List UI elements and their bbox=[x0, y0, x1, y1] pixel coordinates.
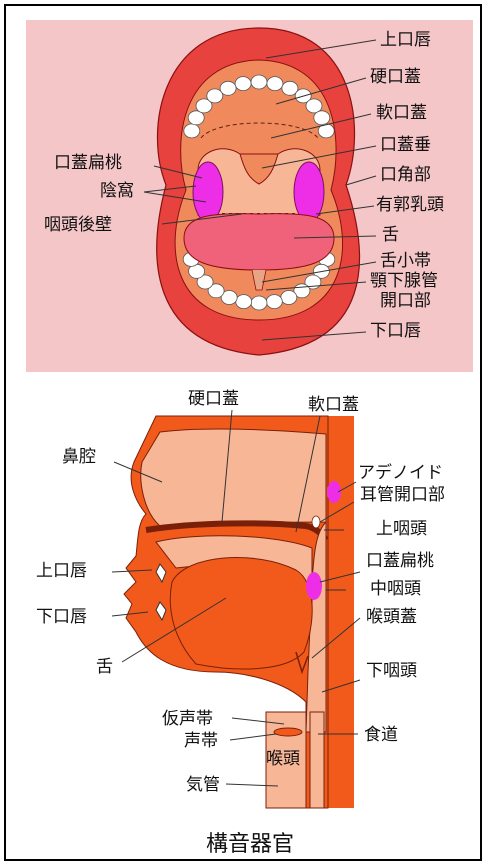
label-tongue: 舌 bbox=[382, 225, 399, 245]
left-tonsil bbox=[193, 162, 223, 222]
sagittal-diagram: 硬口蓋 軟口蓋 鼻腔 アデノイド 耳管開口部 上咽頭 上口唇 口蓋扁桃 中咽頭 … bbox=[26, 372, 473, 822]
figure-caption: 構音器官 bbox=[6, 826, 488, 858]
label-esophagus: 食道 bbox=[364, 725, 398, 745]
tongue-section bbox=[170, 558, 312, 669]
posterior-wall bbox=[328, 416, 354, 808]
label-section-soft-palate: 軟口蓋 bbox=[308, 395, 359, 415]
label-nasopharynx: 上咽頭 bbox=[376, 519, 427, 539]
label-lower-lip: 下口唇 bbox=[370, 321, 421, 341]
label-palatine-tonsil: 口蓋扁桃 bbox=[54, 153, 122, 173]
label-uvula: 口蓋垂 bbox=[380, 135, 431, 155]
right-tonsil bbox=[294, 162, 324, 222]
figure-frame: 上口唇 硬口蓋 軟口蓋 口蓋垂 口蓋扁桃 口角部 陰窩 有郭乳頭 咽頭後壁 舌 … bbox=[4, 4, 482, 861]
label-eustachian-opening: 耳管開口部 bbox=[360, 485, 445, 505]
lower-tooth bbox=[281, 291, 297, 305]
label-section-upper-lip: 上口唇 bbox=[36, 561, 87, 581]
label-section-lower-lip: 下口唇 bbox=[36, 607, 87, 627]
nasal-cavity-shape bbox=[141, 429, 326, 526]
esophagus-shape bbox=[310, 712, 324, 808]
label-hypopharynx: 下咽頭 bbox=[366, 661, 417, 681]
upper-tooth bbox=[235, 77, 251, 91]
mouth-view-panel: 上口唇 硬口蓋 軟口蓋 口蓋垂 口蓋扁桃 口角部 陰窩 有郭乳頭 咽頭後壁 舌 … bbox=[26, 20, 473, 372]
eustachian-opening-shape bbox=[312, 516, 320, 528]
label-section-palatine-tonsil: 口蓋扁桃 bbox=[366, 551, 434, 571]
palatine-tonsil-shape bbox=[306, 572, 322, 600]
label-nasal-cavity: 鼻腔 bbox=[62, 447, 96, 467]
tongue-shape bbox=[184, 214, 334, 270]
mouth-diagram: 上口唇 硬口蓋 軟口蓋 口蓋垂 口蓋扁桃 口角部 陰窩 有郭乳頭 咽頭後壁 舌 … bbox=[26, 20, 473, 372]
lower-tooth bbox=[236, 295, 252, 309]
label-section-hard-palate: 硬口蓋 bbox=[188, 389, 239, 409]
lower-tooth bbox=[251, 296, 267, 310]
label-soft-palate: 軟口蓋 bbox=[376, 103, 427, 123]
label-mouth-corner: 口角部 bbox=[380, 165, 431, 185]
label-oropharynx: 中咽頭 bbox=[370, 579, 421, 599]
upper-tooth bbox=[184, 124, 200, 138]
label-submandibular-duct-line1: 顎下腺管 bbox=[370, 271, 438, 291]
label-hard-palate: 硬口蓋 bbox=[370, 67, 421, 87]
label-upper-lip: 上口唇 bbox=[380, 30, 431, 50]
label-epiglottis: 喉頭蓋 bbox=[366, 607, 417, 627]
label-posterior-pharyngeal-wall: 咽頭後壁 bbox=[44, 215, 112, 235]
lower-tooth bbox=[266, 295, 282, 309]
sagittal-section-panel: 硬口蓋 軟口蓋 鼻腔 アデノイド 耳管開口部 上咽頭 上口唇 口蓋扁桃 中咽頭 … bbox=[26, 372, 473, 822]
upper-tooth bbox=[314, 111, 330, 125]
label-submandibular-duct-line2: 開口部 bbox=[380, 291, 431, 311]
label-trachea: 気管 bbox=[186, 775, 220, 795]
upper-tooth bbox=[220, 81, 236, 95]
label-frenulum: 舌小帯 bbox=[380, 251, 431, 271]
label-false-vocal-cord: 仮声帯 bbox=[162, 709, 213, 729]
label-adenoid: アデノイド bbox=[358, 462, 443, 483]
label-section-tongue: 舌 bbox=[96, 657, 113, 677]
label-tonsil-fossa: 陰窩 bbox=[100, 181, 134, 201]
upper-tooth bbox=[251, 75, 267, 89]
label-larynx: 喉頭 bbox=[266, 749, 300, 769]
label-vallate-papillae: 有郭乳頭 bbox=[376, 195, 444, 215]
label-vocal-cord: 声帯 bbox=[184, 731, 218, 751]
vocal-cord-shape bbox=[274, 728, 302, 736]
upper-tooth bbox=[267, 77, 283, 91]
